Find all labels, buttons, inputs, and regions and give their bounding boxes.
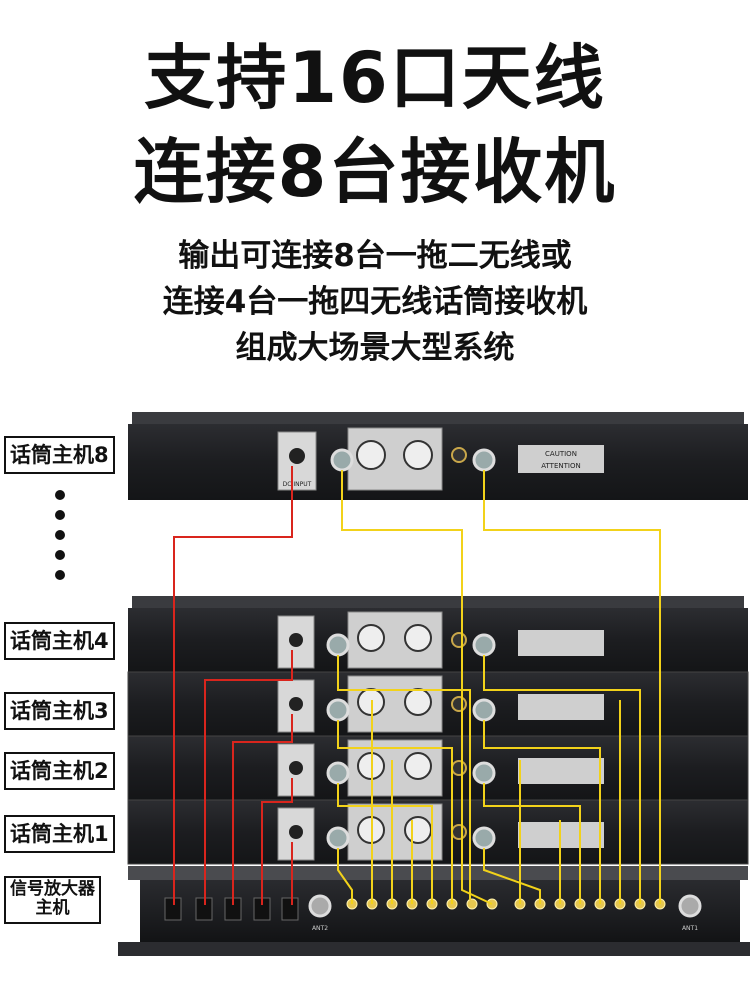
- subtitle-line-2: 连接4台一拖四无线话筒接收机: [162, 284, 588, 320]
- yellow-antenna-cables: [337, 470, 661, 905]
- amplifier-label: 信号放大器 主机: [4, 876, 101, 924]
- svg-text:ANT2: ANT2: [312, 925, 328, 932]
- amplifier-label-line-2: 主机: [35, 898, 70, 918]
- amplifier-label-line-1: 信号放大器: [10, 879, 95, 899]
- host-4-label: 话筒主机4: [4, 622, 115, 660]
- subtitle-line-1: 输出可连接8台一拖二无线或: [178, 238, 572, 274]
- ellipsis-dots: [55, 490, 67, 590]
- svg-text:DC INPUT: DC INPUT: [283, 481, 312, 488]
- host-1-label: 话筒主机1: [4, 815, 115, 853]
- host-3-label: 话筒主机3: [4, 692, 115, 730]
- svg-text:ATTENTION: ATTENTION: [541, 462, 580, 470]
- headline-line-2: 连接8台接收机: [133, 131, 617, 213]
- svg-text:ANT1: ANT1: [682, 925, 698, 932]
- receiver-panels: [277, 611, 604, 861]
- host-8-label: 话筒主机8: [4, 436, 115, 474]
- headline-line-1: 支持16口天线: [144, 37, 606, 119]
- red-power-cables: [173, 466, 293, 905]
- signal-amplifier: ANT2 ANT1: [118, 866, 750, 956]
- svg-text:CAUTION: CAUTION: [545, 450, 577, 458]
- subtitle-line-3: 组成大场景大型系统: [235, 330, 515, 366]
- receiver-8: DC INPUT CAUTION ATTENTION: [128, 412, 748, 500]
- host-2-label: 话筒主机2: [4, 752, 115, 790]
